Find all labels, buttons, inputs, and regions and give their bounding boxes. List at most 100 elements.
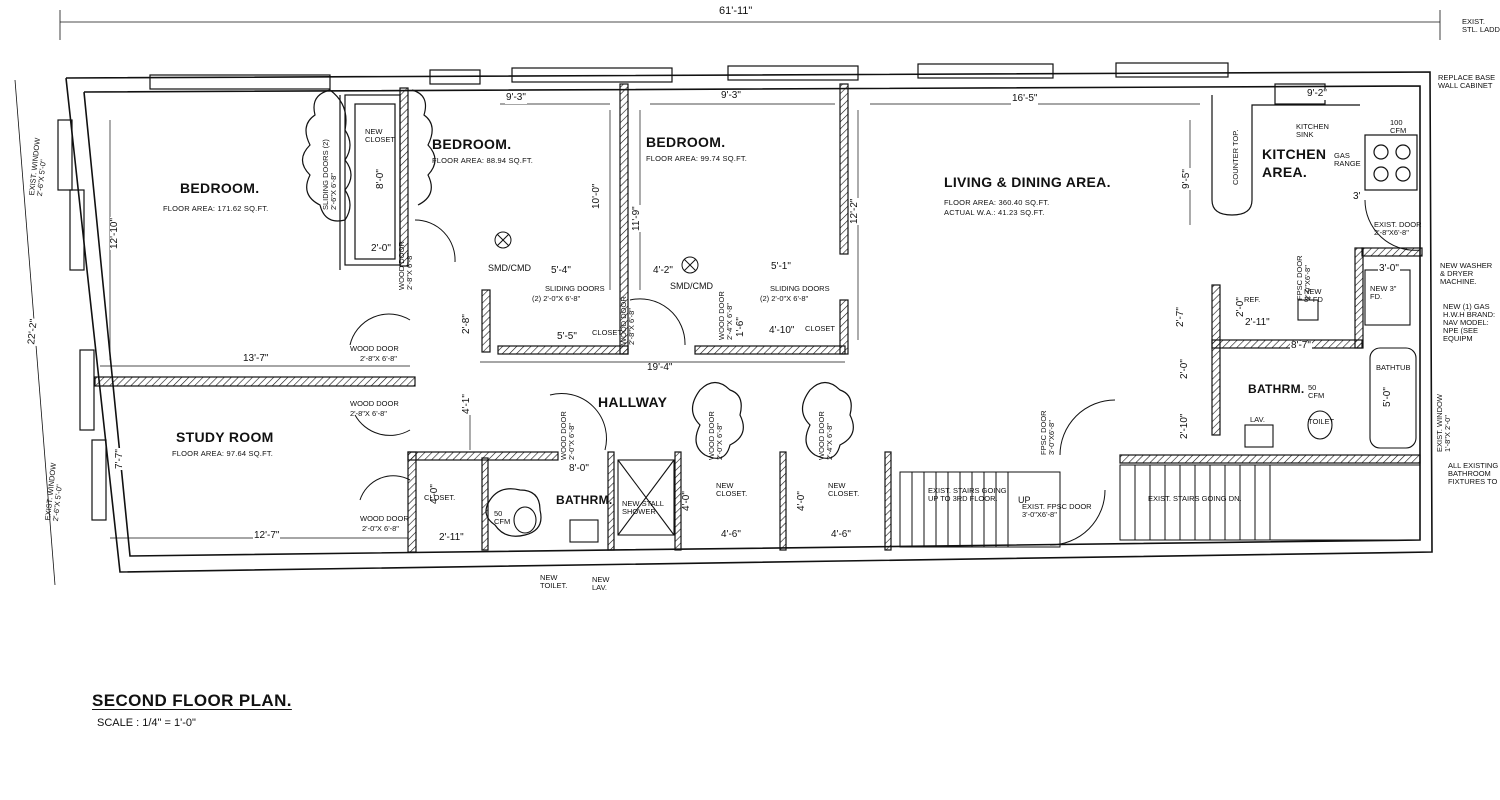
note-new-fd-2: NEW 3" FD. [1370, 284, 1397, 301]
note-sliding1-a: SLIDING DOORS [545, 284, 605, 293]
note-exist-stl-ladder: EXIST. STL. LADD [1462, 17, 1500, 34]
plant-symbols [301, 89, 854, 537]
note-stairs-up: EXIST. STAIRS GOING UP TO 3RD FLOOR. [928, 486, 1007, 503]
room-bedroom-1-area: FLOOR AREA: 171.62 SQ.FT. [163, 204, 269, 213]
dim-laundry: 2'-11" [1244, 317, 1271, 329]
smoke-detector-symbols [494, 231, 699, 274]
dim-bath2-a: 2'-0" [1179, 358, 1191, 380]
note-lav: LAV. [1250, 415, 1266, 424]
note-fpsc-door-vertical: FPSC DOOR 3'-0"X6'-8" [1039, 410, 1056, 455]
dim-bedroom2-width: 9'-3" [505, 92, 527, 104]
note-wood-door-c2: 2'-0"X 6'-8" [362, 524, 399, 533]
note-exist-window-side: EXIST. WINDOW 1'-8"X 2'-0" [1435, 394, 1452, 452]
note-fan-50-b: 50 CFM [1308, 383, 1325, 400]
note-wood-door-v3: WOOD DOOR 2'-4"X 6'-8" [717, 291, 734, 340]
dim-new-closet1: 4'-6" [720, 529, 742, 541]
dim-closet-3: 5'-1" [770, 261, 792, 273]
note-sliding1-b: (2) 2'-0"X 6'-8" [532, 294, 581, 303]
note-bathtub: BATHTUB [1376, 363, 1411, 372]
dim-closet-depth: 8'-0" [375, 168, 387, 190]
dim-bath2-b: 2'-10" [1179, 412, 1191, 440]
dim-ref: 2'-7" [1175, 306, 1187, 328]
room-bedroom-3-area: FLOOR AREA: 99.74 SQ.FT. [646, 154, 748, 163]
note-wood-door-v2: WOOD DOOR 2'-8"X 6'-8" [619, 296, 636, 345]
dim-new-closet2-depth: 4'-0" [796, 490, 808, 512]
dim-bath2-width: 8'-7" [1290, 340, 1312, 352]
room-bedroom-1: BEDROOM. [180, 180, 260, 196]
dim-kitchen-depth: 9'-5" [1181, 168, 1193, 190]
stairs [899, 464, 1421, 548]
room-living-area: FLOOR AREA: 360.40 SQ.FT. [944, 198, 1050, 207]
dim-closet-3b: 4'-10" [768, 325, 796, 337]
dim-study-width: 12'-7" [253, 530, 281, 542]
dim-kitchen-door: 3' [1352, 191, 1362, 203]
dim-new-closet2: 4'-6" [830, 529, 852, 541]
left-windows [57, 119, 107, 521]
dim-bedroom1-width: 13'-7" [242, 353, 270, 365]
note-gas-range: GAS RANGE [1334, 151, 1361, 168]
dim-closet-2: 5'-4" [550, 265, 572, 277]
note-sliding-doors-vertical: SLIDING DOORS (2) 2'-6"X 6'-8" [321, 139, 338, 210]
dim-living-width: 16'-5" [1011, 93, 1039, 105]
room-bedroom-2-area: FLOOR AREA: 88.94 SQ.FT. [432, 156, 534, 165]
note-new-washer: NEW WASHER & DRYER MACHINE. [1440, 261, 1493, 286]
note-fan-50-a: 50 CFM [494, 509, 511, 526]
note-wood-door-v5: WOOD DOOR 2'-0"X 6'-8" [707, 411, 724, 460]
note-wood-door-b: WOOD DOOR [350, 399, 399, 408]
plan-title: SECOND FLOOR PLAN. [92, 691, 292, 710]
dim-hall-length: 19'-4" [646, 362, 674, 374]
room-living-dining: LIVING & DINING AREA. [944, 174, 1111, 190]
dim-bedroom3-width: 9'-3" [720, 90, 742, 102]
note-ref: REF. [1244, 295, 1261, 304]
note-toilet: TOILET [1308, 417, 1335, 426]
dim-bedroom1-depth: 12'-10" [109, 216, 121, 250]
note-100-cfm: 100 CFM [1390, 118, 1407, 135]
dim-living-depth: 12'-2" [849, 197, 861, 225]
room-kitchen-line2: AREA. [1262, 164, 1308, 180]
note-up: UP [1018, 495, 1031, 505]
note-all-existing: ALL EXISTING BATHROOM FIXTURES TO [1448, 461, 1499, 486]
note-wood-door-v1: WOOD DOOR 2'-8"X 6'-8" [397, 241, 414, 290]
note-fpsc-door: EXIST. FPSC DOOR 3'-0"X6'-8" [1022, 502, 1092, 519]
note-new-closet: NEW CLOSET [365, 127, 396, 144]
room-hallway: HALLWAY [598, 394, 668, 410]
note-sliding2-a: SLIDING DOORS [770, 284, 830, 293]
dim-study-depth: 7'-7" [114, 448, 126, 470]
note-replace-base: REPLACE BASE WALL CABINET [1438, 73, 1496, 90]
dim-bath1-toilet: 2'-11" [438, 532, 465, 544]
dim-closet-3a: 4'-2" [652, 265, 674, 277]
note-closet-study: CLOSET. [424, 493, 456, 502]
dim-bath1-width: 8'-0" [568, 463, 590, 475]
note-wood-door-b2: 2'-8"X 6'-8" [350, 409, 387, 418]
dim-hall-width: 4'-1" [461, 393, 473, 415]
room-bedroom-2: BEDROOM. [432, 136, 512, 152]
note-counter-top: COUNTER TOP. [1231, 129, 1240, 185]
note-smd-2: SMD/CMD [670, 281, 713, 291]
note-fpsc-door-kitchen: FPSC DOOR 2'-0"X6'-8" [1295, 255, 1312, 300]
note-exist-door: EXIST. DOOR 2'-8"X6'-8" [1374, 220, 1422, 237]
note-closet-2: CLOSET [805, 324, 836, 333]
note-new-lav: NEW LAV. [592, 575, 610, 592]
dim-door-2-8: 2'-8" [461, 313, 473, 335]
interior-walls [94, 83, 1423, 553]
closet-walls [339, 94, 401, 270]
note-wood-door-v6: WOOD DOOR 2'-4"X 6'-8" [817, 411, 834, 460]
note-stairs-down: EXIST. STAIRS GOING DN. [1148, 494, 1242, 503]
note-kitchen-sink: KITCHEN SINK [1296, 122, 1329, 139]
note-wood-door-a2: 2'-8"X 6'-8" [360, 354, 397, 363]
dim-bedroom2-depth: 10'-0" [591, 182, 603, 210]
note-new-hwh: NEW (1) GAS H.W.H BRAND: NAV MODEL: NPE … [1443, 302, 1496, 343]
note-wood-door-v4: WOOD DOOR 2'-0"X 6'-8" [559, 411, 576, 460]
dim-kitchen-width: 9'-2" [1306, 88, 1328, 100]
note-new-closet-2: NEW CLOSET. [828, 481, 860, 498]
dim-bedroom3-depth: 11'-9" [631, 205, 643, 232]
note-closet-1: CLOSET [592, 328, 623, 337]
note-sliding2-b: (2) 2'-0"X 6'-8" [760, 294, 809, 303]
room-bathroom-1: BATHRM. [556, 493, 613, 507]
note-smd-1: SMD/CMD [488, 263, 531, 273]
top-windows [149, 62, 1229, 90]
dim-closet-width: 2'-0" [370, 243, 392, 255]
door-swings [349, 199, 1421, 546]
room-bedroom-3: BEDROOM. [646, 134, 726, 150]
